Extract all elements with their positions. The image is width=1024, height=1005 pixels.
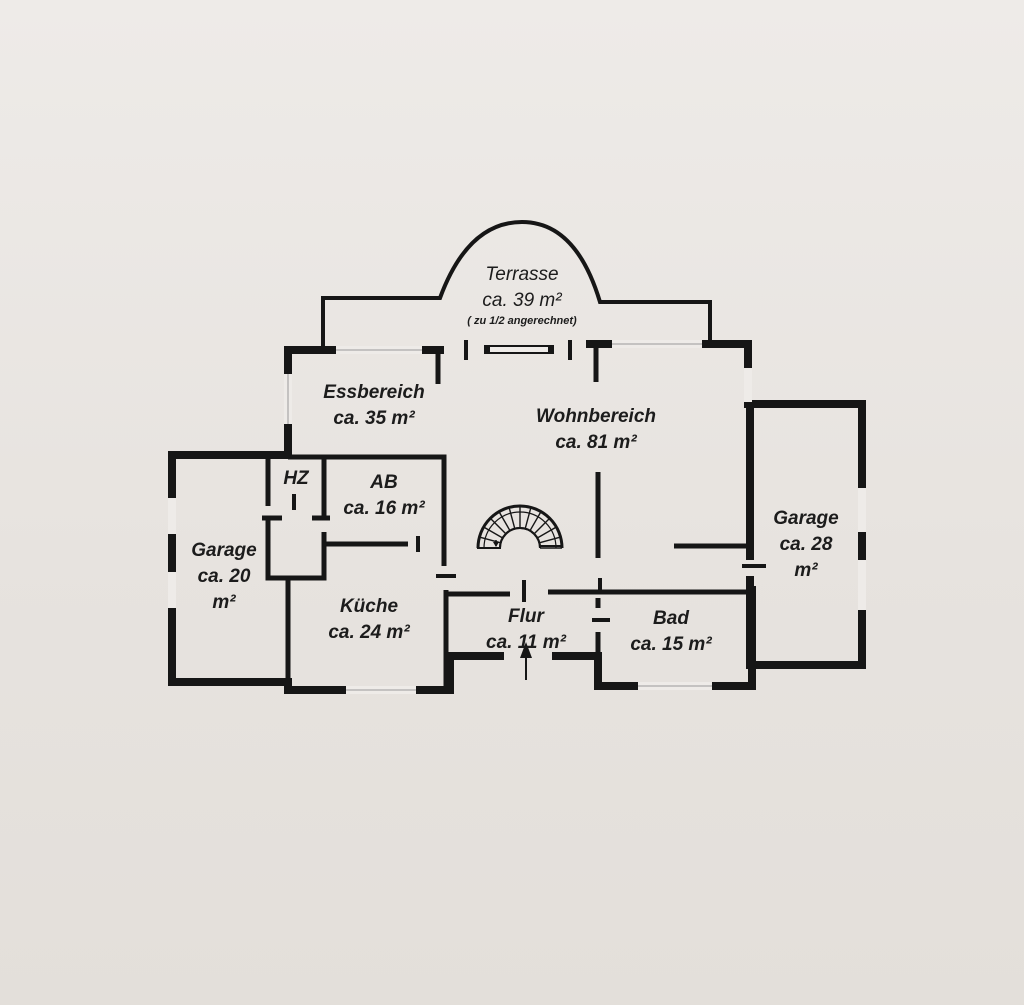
room-wohnbereich-area: ca. 81 m² bbox=[555, 432, 637, 453]
window-wohnbereich-side bbox=[744, 368, 752, 402]
outer-wall-top-left bbox=[168, 346, 444, 686]
window-garage-right-2 bbox=[858, 560, 866, 610]
room-essbereich-area: ca. 35 m² bbox=[333, 408, 415, 429]
room-kueche-area: ca. 24 m² bbox=[328, 622, 410, 643]
kueche-flur-wall bbox=[443, 590, 510, 686]
room-ab-name: AB bbox=[370, 472, 398, 493]
window-garage-right-1 bbox=[858, 488, 866, 532]
window-garage-left-1 bbox=[168, 498, 176, 534]
terrace-outline bbox=[321, 219, 712, 350]
room-terrasse-note: ( zu 1/2 angerechnet) bbox=[467, 315, 577, 327]
room-hz-name: HZ bbox=[283, 468, 309, 489]
room-ab-area: ca. 16 m² bbox=[343, 498, 425, 519]
room-hz: HZ bbox=[272, 466, 320, 492]
room-flur-name: Flur bbox=[508, 606, 544, 627]
room-terrasse: Terrasse ca. 39 m² ( zu 1/2 angerechnet) bbox=[430, 262, 614, 328]
room-kueche: Küche ca. 24 m² bbox=[300, 594, 438, 646]
hz-ab-wall bbox=[288, 454, 447, 566]
room-bad-area: ca. 15 m² bbox=[630, 634, 712, 655]
room-flur: Flur ca. 11 m² bbox=[464, 604, 588, 656]
room-flur-area: ca. 11 m² bbox=[486, 632, 566, 653]
room-essbereich-name: Essbereich bbox=[323, 382, 425, 403]
spiral-staircase-icon bbox=[476, 504, 564, 549]
room-ab: AB ca. 16 m² bbox=[326, 470, 442, 522]
room-bad: Bad ca. 15 m² bbox=[606, 606, 736, 658]
entrance-arrow-icon bbox=[520, 642, 532, 680]
room-terrasse-name: Terrasse bbox=[485, 264, 559, 285]
room-terrasse-area: ca. 39 m² bbox=[482, 290, 562, 311]
room-wohnbereich: Wohnbereich ca. 81 m² bbox=[516, 404, 676, 456]
room-garage-left: Garage ca. 20 m² bbox=[176, 538, 272, 616]
room-essbereich: Essbereich ca. 35 m² bbox=[300, 380, 448, 432]
hz-box bbox=[265, 457, 327, 581]
room-garage-right-name: Garage bbox=[773, 508, 839, 529]
outer-wall-bottom-left bbox=[284, 652, 504, 694]
room-wohnbereich-name: Wohnbereich bbox=[536, 406, 656, 427]
room-garage-right-area: ca. 28 bbox=[779, 534, 833, 555]
room-kueche-name: Küche bbox=[339, 596, 399, 617]
room-garage-right-unit: m² bbox=[794, 560, 818, 581]
room-garage-left-name: Garage bbox=[191, 540, 257, 561]
room-garage-left-unit: m² bbox=[212, 592, 236, 613]
room-garage-right: Garage ca. 28 m² bbox=[756, 506, 856, 584]
room-garage-left-area: ca. 20 bbox=[197, 566, 251, 587]
window-garage-left-2 bbox=[168, 572, 176, 608]
room-bad-name: Bad bbox=[653, 608, 689, 629]
